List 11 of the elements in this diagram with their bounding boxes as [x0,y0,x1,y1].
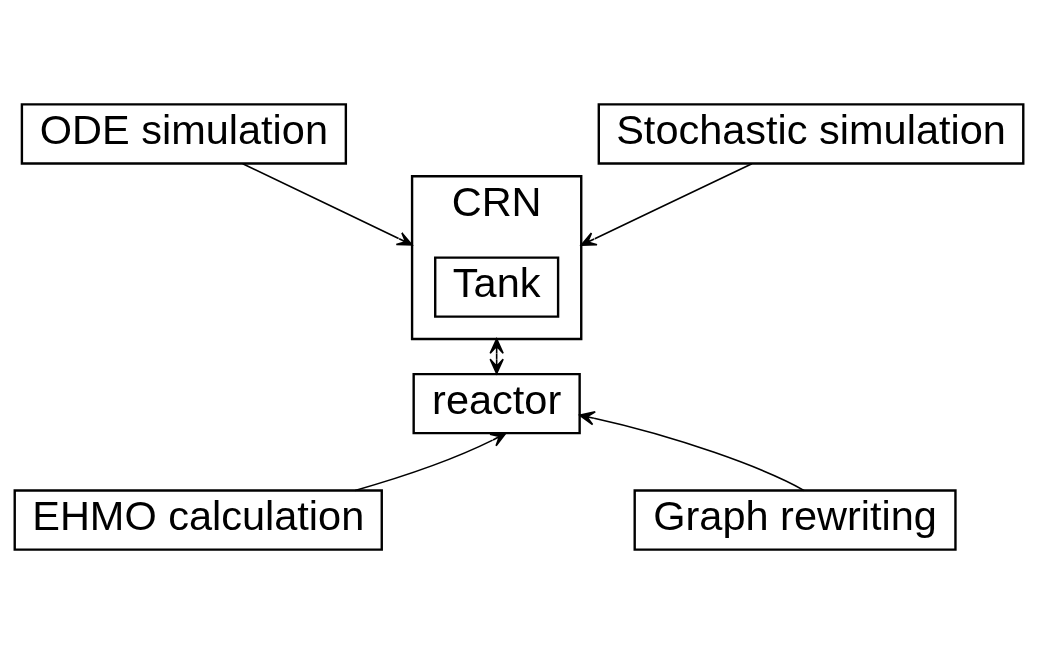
node-box: Graph rewriting [633,489,957,551]
node-box: ODE simulation [20,103,348,165]
node-box: Stochastic simulation [597,103,1025,165]
arrow [241,162,413,246]
arrow [580,162,753,246]
node-box: EHMO calculation [13,489,383,551]
node-box: Tank [434,256,560,318]
node-box: reactor [412,372,581,435]
arrow [489,338,504,375]
arrow [579,411,806,492]
arrow [354,432,507,492]
